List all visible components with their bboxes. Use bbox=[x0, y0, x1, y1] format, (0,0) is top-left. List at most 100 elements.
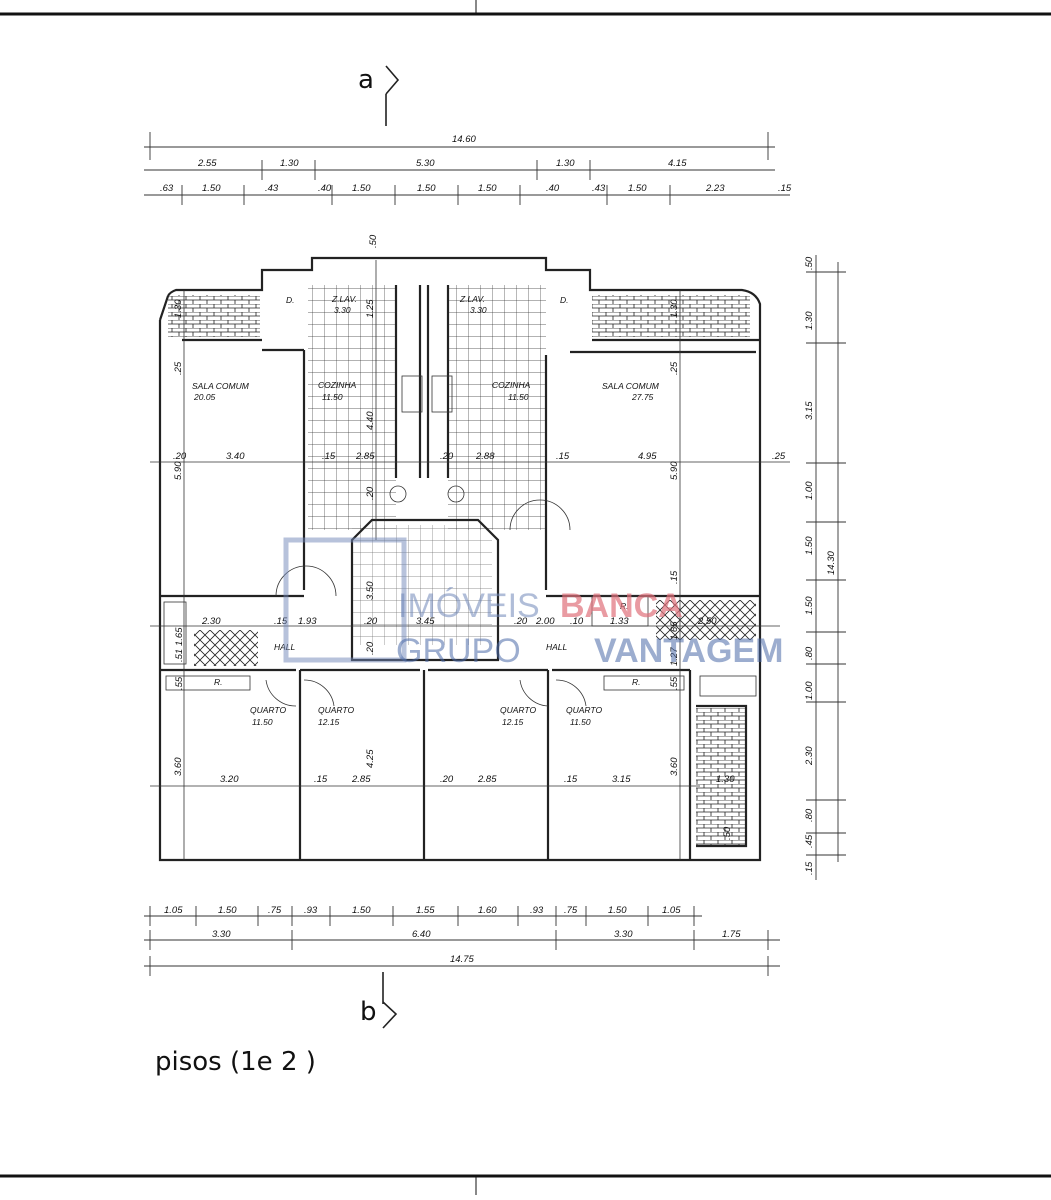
svg-text:.20: .20 bbox=[364, 616, 378, 627]
svg-text:.15: .15 bbox=[804, 861, 815, 875]
svg-text:1.30: 1.30 bbox=[173, 299, 184, 318]
svg-text:.15: .15 bbox=[274, 616, 288, 627]
svg-text:.43: .43 bbox=[265, 183, 279, 194]
svg-text:.20: .20 bbox=[440, 451, 454, 462]
svg-text:2.85: 2.85 bbox=[355, 451, 375, 462]
svg-text:1.50: 1.50 bbox=[628, 183, 647, 194]
svg-text:1.30: 1.30 bbox=[556, 158, 575, 169]
svg-text:12.15: 12.15 bbox=[318, 717, 340, 727]
svg-text:.63: .63 bbox=[160, 183, 174, 194]
svg-text:.40: .40 bbox=[318, 183, 332, 194]
svg-text:.43: .43 bbox=[592, 183, 606, 194]
svg-text:1.30: 1.30 bbox=[669, 299, 680, 318]
svg-text:3.60: 3.60 bbox=[669, 757, 680, 776]
svg-text:2.00: 2.00 bbox=[535, 616, 555, 627]
svg-text:1.65: 1.65 bbox=[669, 621, 680, 640]
svg-text:.20: .20 bbox=[365, 641, 376, 655]
svg-text:.25: .25 bbox=[772, 451, 786, 462]
svg-text:3.60: 3.60 bbox=[173, 757, 184, 776]
watermark: IMÓVEIS BANCA GRUPO VANTAGEM bbox=[283, 537, 784, 670]
svg-text:4.25: 4.25 bbox=[365, 749, 376, 768]
svg-text:GRUPO: GRUPO bbox=[396, 632, 521, 670]
svg-text:1.93: 1.93 bbox=[298, 616, 317, 627]
svg-text:D.: D. bbox=[560, 295, 569, 305]
svg-text:11.50: 11.50 bbox=[252, 717, 273, 727]
svg-text:11.50: 11.50 bbox=[322, 392, 343, 402]
svg-text:1.50: 1.50 bbox=[352, 183, 371, 194]
svg-text:BANCA: BANCA bbox=[560, 587, 683, 625]
svg-text:1.65: 1.65 bbox=[174, 627, 185, 646]
svg-text:.20: .20 bbox=[365, 486, 376, 500]
svg-text:11.50: 11.50 bbox=[570, 717, 591, 727]
svg-text:VANTAGEM: VANTAGEM bbox=[594, 632, 784, 670]
svg-text:COZINHA: COZINHA bbox=[318, 380, 357, 390]
svg-text:.51: .51 bbox=[174, 649, 185, 662]
svg-text:.55: .55 bbox=[174, 676, 185, 690]
section-mark-a: a bbox=[358, 65, 400, 126]
svg-text:5.90: 5.90 bbox=[669, 461, 680, 480]
svg-text:6.40: 6.40 bbox=[412, 929, 431, 940]
svg-text:.10: .10 bbox=[570, 616, 584, 627]
svg-text:.20: .20 bbox=[514, 616, 528, 627]
right-dimensions: 14.30 .50 1.30 3.15 1.00 1.50 1.50 .80 1… bbox=[804, 255, 846, 880]
svg-text:3.15: 3.15 bbox=[612, 774, 631, 785]
svg-text:1.50: 1.50 bbox=[804, 596, 815, 615]
svg-text:.80: .80 bbox=[804, 646, 815, 660]
floor-caption: pisos (1e 2 ) bbox=[155, 1047, 316, 1077]
top-dimensions: 14.60 2.55 1.30 5.30 1.30 4.15 .63 1.50 … bbox=[144, 132, 792, 205]
svg-text:1.05: 1.05 bbox=[662, 905, 681, 916]
svg-text:1.50: 1.50 bbox=[478, 183, 497, 194]
svg-text:3.40: 3.40 bbox=[226, 451, 245, 462]
svg-text:1.25: 1.25 bbox=[365, 299, 376, 318]
svg-text:1.55: 1.55 bbox=[416, 905, 435, 916]
svg-text:Z.LAV.: Z.LAV. bbox=[331, 294, 357, 304]
svg-text:.25: .25 bbox=[669, 361, 680, 375]
svg-text:.15: .15 bbox=[669, 570, 680, 584]
svg-text:.50: .50 bbox=[804, 256, 815, 270]
svg-text:5.30: 5.30 bbox=[416, 158, 435, 169]
svg-text:Z.LAV.: Z.LAV. bbox=[459, 294, 485, 304]
svg-text:1.60: 1.60 bbox=[478, 905, 497, 916]
svg-text:a: a bbox=[358, 65, 374, 95]
svg-text:.25: .25 bbox=[173, 361, 184, 375]
svg-text:2.30: 2.30 bbox=[804, 746, 815, 766]
svg-text:3.30: 3.30 bbox=[212, 929, 231, 940]
svg-text:QUARTO: QUARTO bbox=[318, 705, 354, 715]
svg-text:2.55: 2.55 bbox=[197, 158, 217, 169]
svg-text:1.50: 1.50 bbox=[804, 536, 815, 555]
svg-text:QUARTO: QUARTO bbox=[250, 705, 286, 715]
interior-dimension-labels: 3.40 .20 .15 2.85 .20 2.88 .15 4.95 .25 … bbox=[173, 234, 786, 840]
svg-text:14.60: 14.60 bbox=[452, 134, 476, 145]
svg-text:1.50: 1.50 bbox=[352, 905, 371, 916]
svg-text:1.75: 1.75 bbox=[722, 929, 741, 940]
svg-text:4.95: 4.95 bbox=[638, 451, 657, 462]
interior-dim-lines bbox=[150, 260, 790, 860]
svg-text:3.30: 3.30 bbox=[470, 305, 487, 315]
svg-text:.55: .55 bbox=[669, 676, 680, 690]
section-mark-b: b bbox=[360, 972, 398, 1029]
svg-text:.20: .20 bbox=[440, 774, 454, 785]
svg-text:SALA COMUM: SALA COMUM bbox=[192, 381, 250, 391]
svg-text:.50: .50 bbox=[368, 234, 379, 248]
svg-text:2.23: 2.23 bbox=[705, 183, 725, 194]
svg-text:1.27: 1.27 bbox=[669, 647, 680, 666]
svg-text:2.85: 2.85 bbox=[351, 774, 371, 785]
svg-text:4.15: 4.15 bbox=[668, 158, 687, 169]
svg-text:.20: .20 bbox=[173, 451, 187, 462]
svg-text:.15: .15 bbox=[322, 451, 336, 462]
svg-text:.75: .75 bbox=[268, 905, 282, 916]
svg-text:5.90: 5.90 bbox=[173, 461, 184, 480]
svg-text:1.30: 1.30 bbox=[280, 158, 299, 169]
floor-patterns bbox=[168, 285, 756, 846]
svg-text:1.05: 1.05 bbox=[164, 905, 183, 916]
svg-text:2.50: 2.50 bbox=[697, 616, 717, 627]
svg-text:20.05: 20.05 bbox=[193, 392, 216, 402]
svg-text:3.45: 3.45 bbox=[416, 616, 435, 627]
svg-text:1.50: 1.50 bbox=[417, 183, 436, 194]
svg-text:.80: .80 bbox=[804, 808, 815, 822]
svg-text:1.00: 1.00 bbox=[804, 681, 815, 700]
svg-text:27.75: 27.75 bbox=[631, 392, 654, 402]
svg-text:3.30: 3.30 bbox=[334, 305, 351, 315]
svg-text:14.30: 14.30 bbox=[826, 551, 837, 575]
